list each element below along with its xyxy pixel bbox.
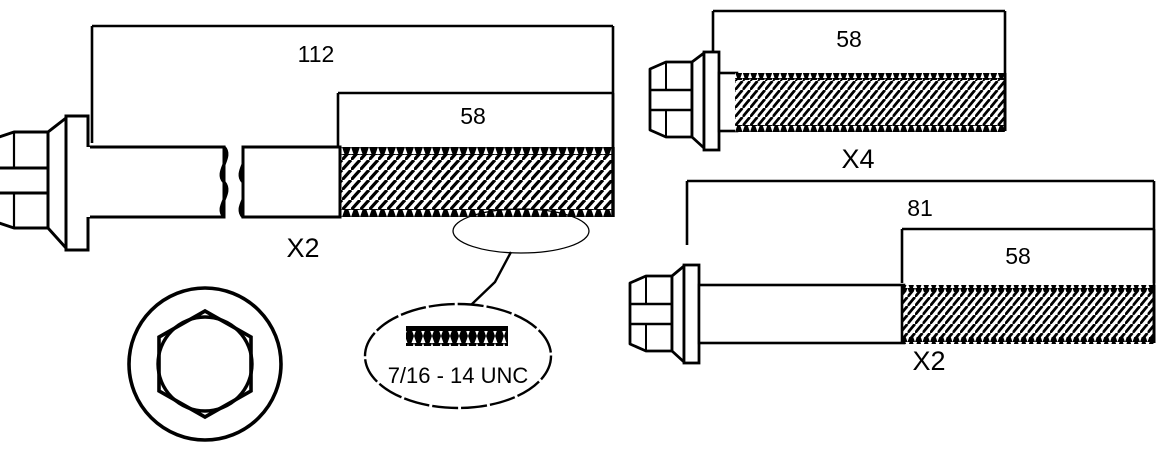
bolt-left-shank-b-body (241, 145, 342, 219)
dimension-81-text-bg (887, 192, 957, 222)
bolt-tr-washer-plate (702, 50, 721, 152)
bolt-tr-shank (717, 71, 739, 133)
bolt-left-shank-a-body (86, 145, 226, 219)
bolt-br-thread-crest-bottom (902, 337, 1154, 344)
thread-spec-value: 7/16 - 14 UNC (388, 363, 529, 388)
magnified-thread-bar (406, 326, 508, 331)
bolt-left-shank-a (86, 145, 226, 219)
bolt-left-thread-crest-bottom (340, 209, 613, 217)
bolt-left-hex-head (0, 130, 50, 230)
magnified-thread-profile (406, 326, 508, 346)
bolt-left-group: 112 58 (0, 24, 615, 263)
bolt-left-thread-fill (340, 151, 613, 213)
dimension-left-58: 58 (336, 91, 615, 151)
thread-detail-ellipse (452, 208, 590, 254)
dimension-bottomright-58-text-bg (985, 240, 1055, 270)
bolt-left-washer-plate (64, 114, 90, 252)
hex-head-end-view (127, 286, 283, 442)
dimension-left-58-text-bg (440, 100, 510, 130)
dimension-112: 112 (90, 24, 615, 147)
dimension-topright-58: 58 (711, 9, 1007, 75)
callout-leader-line (470, 251, 513, 306)
leader-line-path (470, 251, 513, 306)
bolt-left-flange (46, 114, 90, 252)
dimension-81-value: 81 (907, 195, 933, 221)
magnified-thread-root (406, 336, 508, 346)
dimension-topright-58-text-bg (816, 23, 886, 53)
detail-highlight-ellipse (452, 208, 590, 254)
bolt-tr-thread-crest-top (735, 73, 1005, 80)
magnified-thread-crest (406, 328, 508, 337)
bolt-left-shank-b (241, 145, 342, 219)
dimension-left-58-value: 58 (460, 103, 486, 129)
dimension-bottomright-58-value: 58 (1005, 243, 1031, 269)
end-view-inner-circle (156, 315, 254, 413)
dimension-topright-58-value: 58 (836, 26, 862, 52)
dimension-112-value: 112 (298, 41, 335, 67)
bolt-bottom-right-quantity-label: X2 (912, 346, 945, 376)
dimension-112-text-bg (272, 38, 360, 68)
bolt-tr-flange-taper (690, 51, 706, 150)
bolt-left-thread-crest-top (340, 147, 613, 155)
bolt-bottom-right-hex-head (628, 274, 674, 353)
bolt-bottom-right-thread (900, 285, 1156, 344)
bolt-top-right-group: 58 X4 (648, 9, 1007, 174)
bolt-top-right-flange (690, 50, 721, 152)
bolt-top-right-thread (735, 73, 1007, 132)
bolt-br-shank (697, 283, 906, 345)
bolt-top-right-quantity-label: X4 (841, 144, 874, 174)
break-curve-left (219, 145, 229, 219)
bolt-br-thread-fill (902, 289, 1154, 340)
bolt-left-hex-body (0, 130, 50, 230)
bolt-left-quantity-label: X2 (286, 233, 319, 263)
bolt-tr-thread-fill (735, 77, 1005, 128)
bolt-bottom-right-group: 81 58 (628, 179, 1156, 376)
bolt-tr-thread-crest-bottom (735, 125, 1005, 132)
end-view-hexagon (157, 308, 253, 420)
bolt-top-right-hex-head (648, 60, 694, 139)
bolt-left-thread (338, 147, 615, 217)
bolt-left-flange-taper (46, 116, 68, 250)
thread-spec-callout: 7/16 - 14 UNC (363, 302, 553, 410)
bolt-bottom-right-flange (670, 263, 701, 365)
bolt-tr-hex-body (648, 60, 694, 139)
bolt-br-washer-plate (682, 263, 701, 365)
bolt-br-hex-body (628, 274, 674, 353)
callout-bubble-outline (363, 302, 553, 410)
bolt-br-thread-crest-top (902, 285, 1154, 292)
dimension-bottomright-58: 58 (900, 227, 1156, 287)
bolt-br-flange-taper (670, 264, 686, 364)
